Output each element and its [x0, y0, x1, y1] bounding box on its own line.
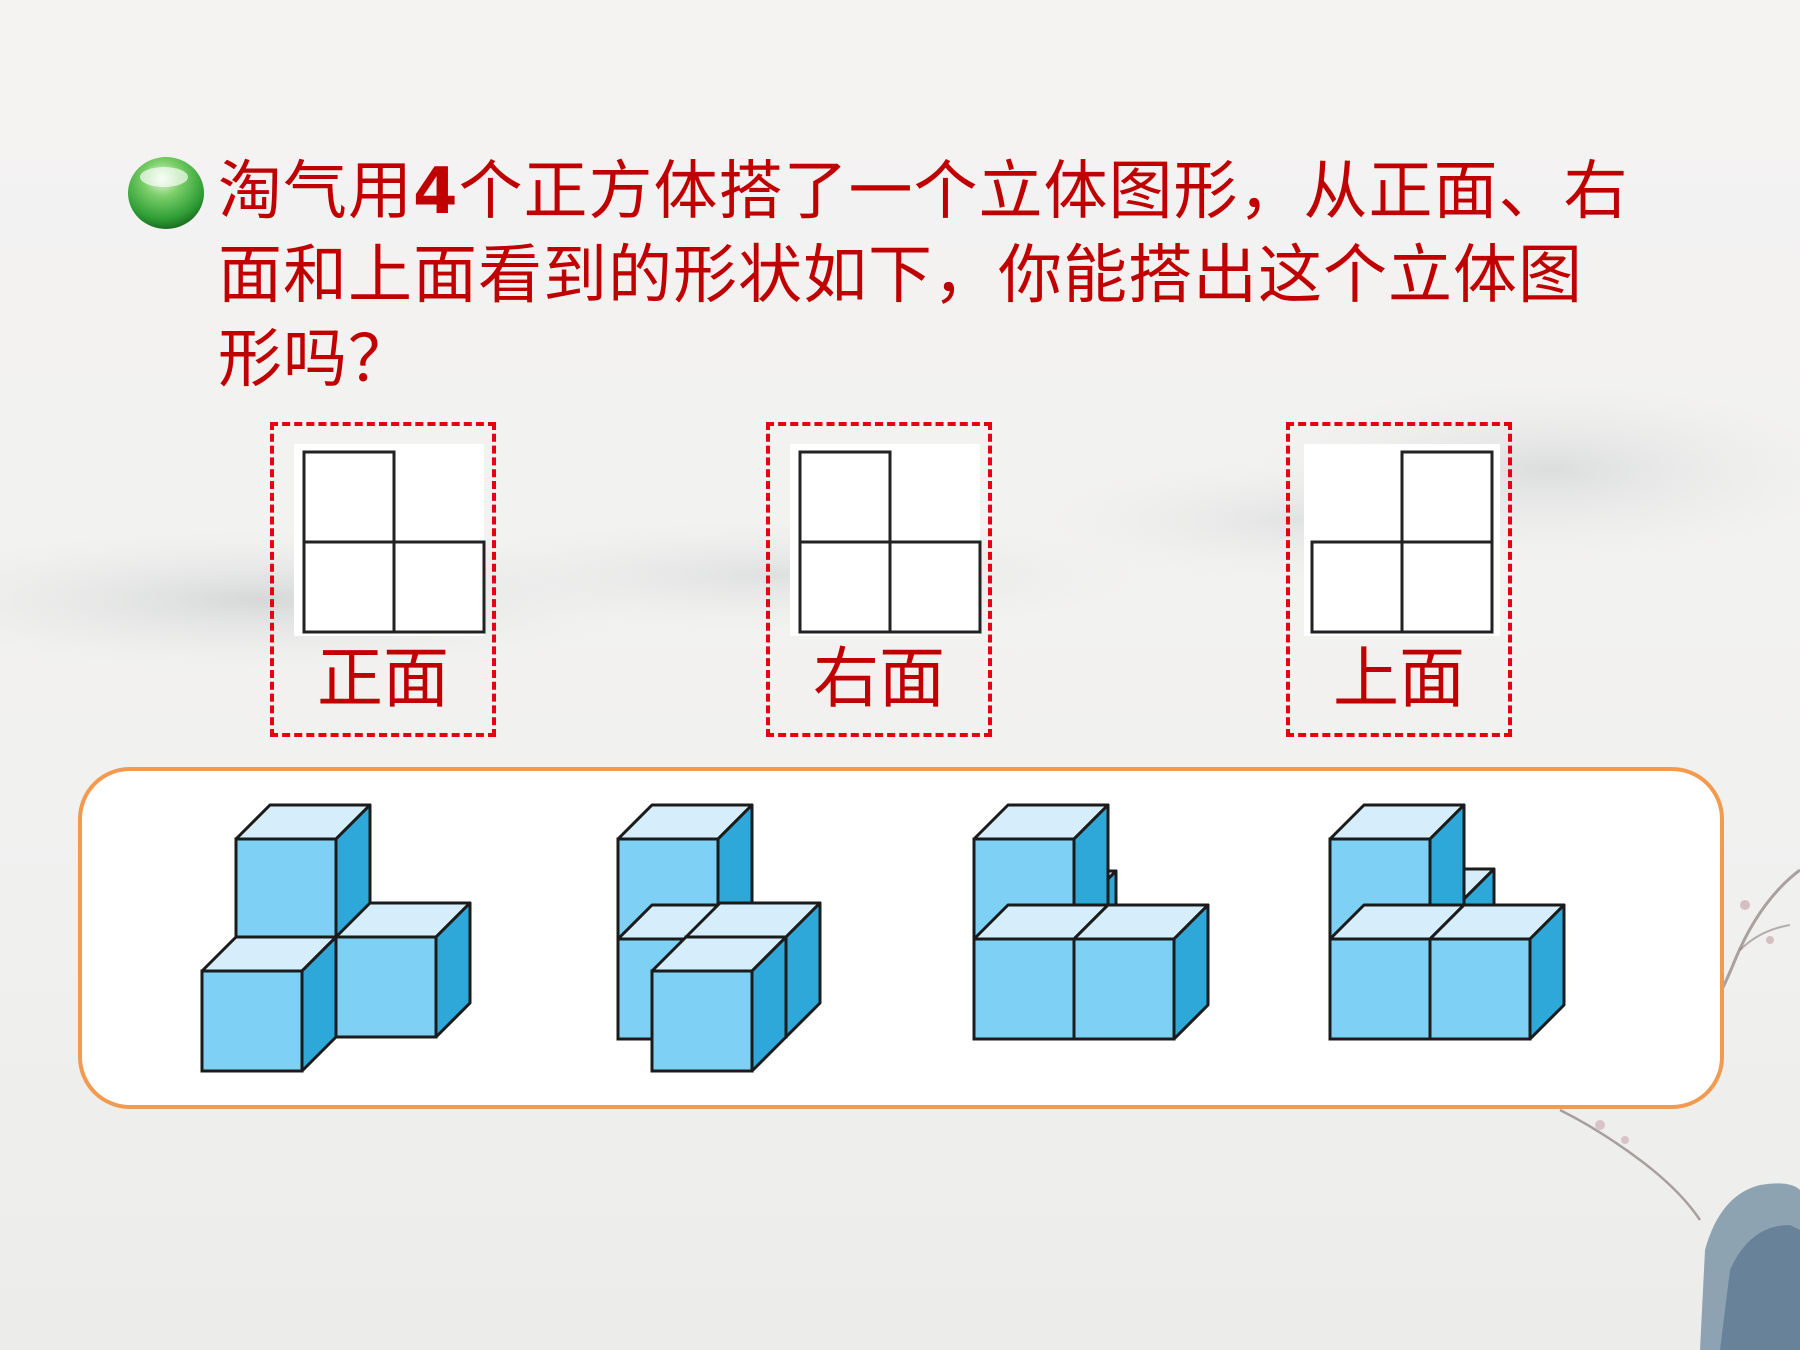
options-panel [78, 767, 1724, 1109]
cube-option-2[interactable] [616, 803, 822, 1073]
cube-option-1[interactable] [200, 803, 472, 1073]
question-number: 4 [413, 155, 459, 229]
right-view-diagram [790, 444, 982, 636]
question-part1: 淘气用 [218, 155, 413, 229]
front-view-cell [302, 540, 396, 634]
top-view-cell [1400, 540, 1494, 634]
green-sphere-bullet-icon [128, 157, 204, 229]
top-view-cell [1310, 540, 1404, 634]
front-view-cell [392, 540, 486, 634]
cube-option-3[interactable] [972, 803, 1210, 1041]
top-view-label: 上面 [1333, 640, 1465, 717]
top-view-cell [1400, 450, 1494, 544]
cube-option-4[interactable] [1328, 803, 1566, 1041]
question-text: 淘气用4个正方体搭了一个立体图形，从正面、右面和上面看到的形状如下，你能搭出这个… [218, 150, 1638, 402]
right-view-cell [798, 540, 892, 634]
cube-options-diagram [200, 803, 1566, 1073]
top-view-box: 上面 [1286, 422, 1512, 737]
front-view-box: 正面 [270, 422, 496, 737]
right-view-box: 右面 [766, 422, 992, 737]
right-view-cell [888, 540, 982, 634]
front-view-label: 正面 [317, 640, 449, 717]
front-view-cell [302, 450, 396, 544]
question-part2: 个正方体搭了一个立体图形，从正面、右面和上面看到的形状如下，你能搭出这个立体图形… [218, 155, 1629, 397]
right-view-cell [798, 450, 892, 544]
top-view-diagram [1304, 444, 1500, 636]
right-view-label: 右面 [813, 640, 945, 717]
front-view-diagram [294, 444, 486, 636]
